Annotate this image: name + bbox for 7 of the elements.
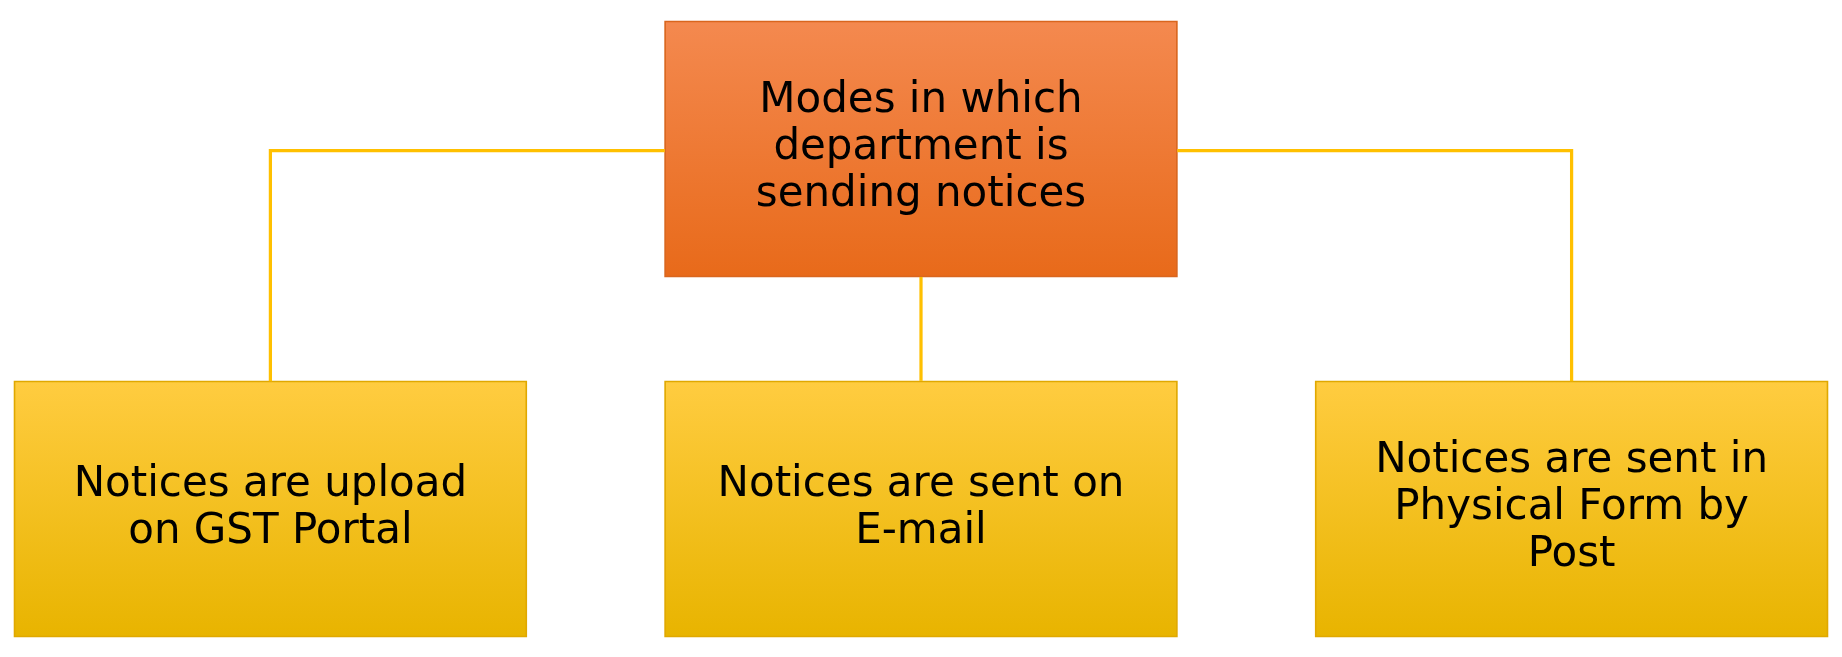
node-box: Modes in which department is sending notices — [664, 20, 1178, 277]
node-box: Notices are sent on E-mail — [664, 380, 1178, 637]
node-box: Notices are upload on GST Portal — [13, 380, 528, 637]
node-box: Notices are sent in Physical Form by Post — [1314, 380, 1829, 637]
connector — [919, 276, 923, 381]
connector — [1177, 148, 1574, 381]
connector — [268, 148, 665, 381]
